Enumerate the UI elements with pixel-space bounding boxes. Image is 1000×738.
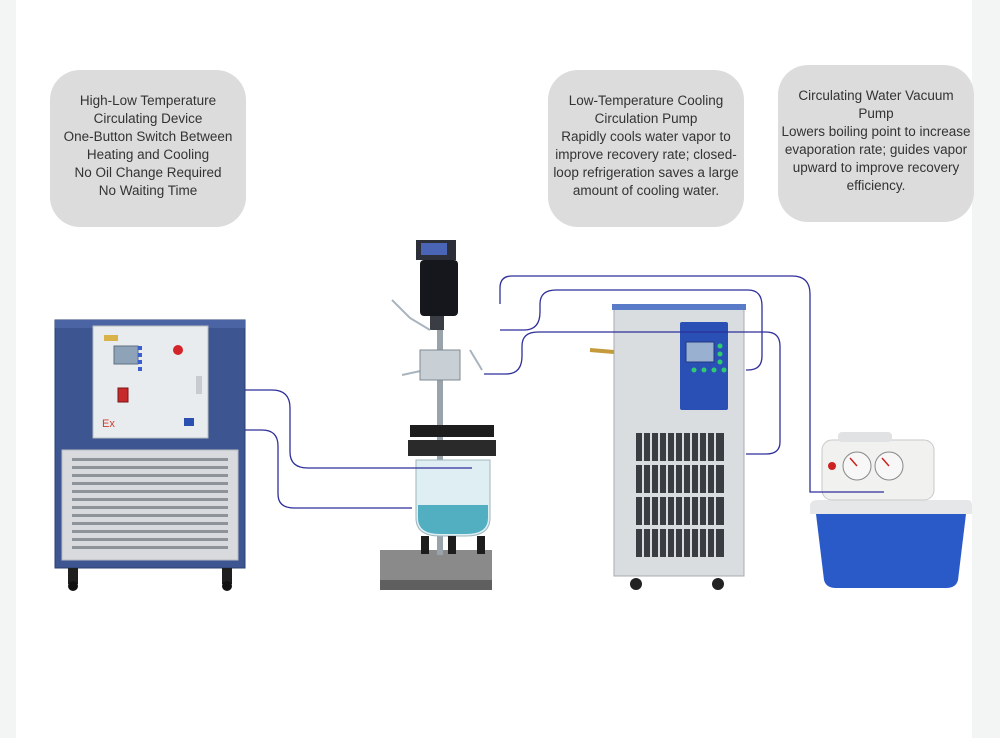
callout-description: One-Button Switch Between Heating and Co… [63, 129, 233, 198]
callout-high-low-temperature-device: High-Low Temperature Circulating Device … [50, 70, 246, 227]
callout-description: Lowers boiling point to increase evapora… [781, 124, 971, 193]
water-tank [816, 514, 966, 588]
control-panel [680, 322, 728, 410]
hose-cooling-bottom [484, 331, 781, 455]
hose-cooling-top [500, 289, 763, 371]
callout-cooling-circulation-pump: Low-Temperature Cooling Circulation Pump… [548, 70, 744, 227]
glass-reactor [380, 240, 496, 590]
hose-chiller-lower [245, 429, 412, 509]
cooling-circulation-pump [589, 304, 746, 590]
hose-vacuum [499, 275, 884, 493]
callout-vacuum-pump: Circulating Water Vacuum Pump Lowers boi… [778, 65, 974, 222]
callout-title: Low-Temperature Cooling Circulation Pump [568, 93, 724, 126]
emergency-stop-button [173, 345, 183, 355]
callout-description: Rapidly cools water vapor to improve rec… [553, 129, 739, 198]
high-low-temperature-device: Ex [54, 319, 246, 591]
hose-chiller-upper [245, 389, 472, 469]
callout-title: High-Low Temperature Circulating Device [79, 93, 217, 126]
motor-display [421, 243, 447, 255]
vacuum-pump [810, 432, 972, 588]
warning-plate [104, 335, 118, 341]
panel-display [685, 341, 715, 363]
connecting-hoses [245, 275, 884, 509]
power-switch [117, 387, 129, 403]
controller-display [113, 345, 139, 365]
ex-badge: Ex [102, 418, 115, 430]
callout-title: Circulating Water Vacuum Pump [798, 88, 954, 121]
